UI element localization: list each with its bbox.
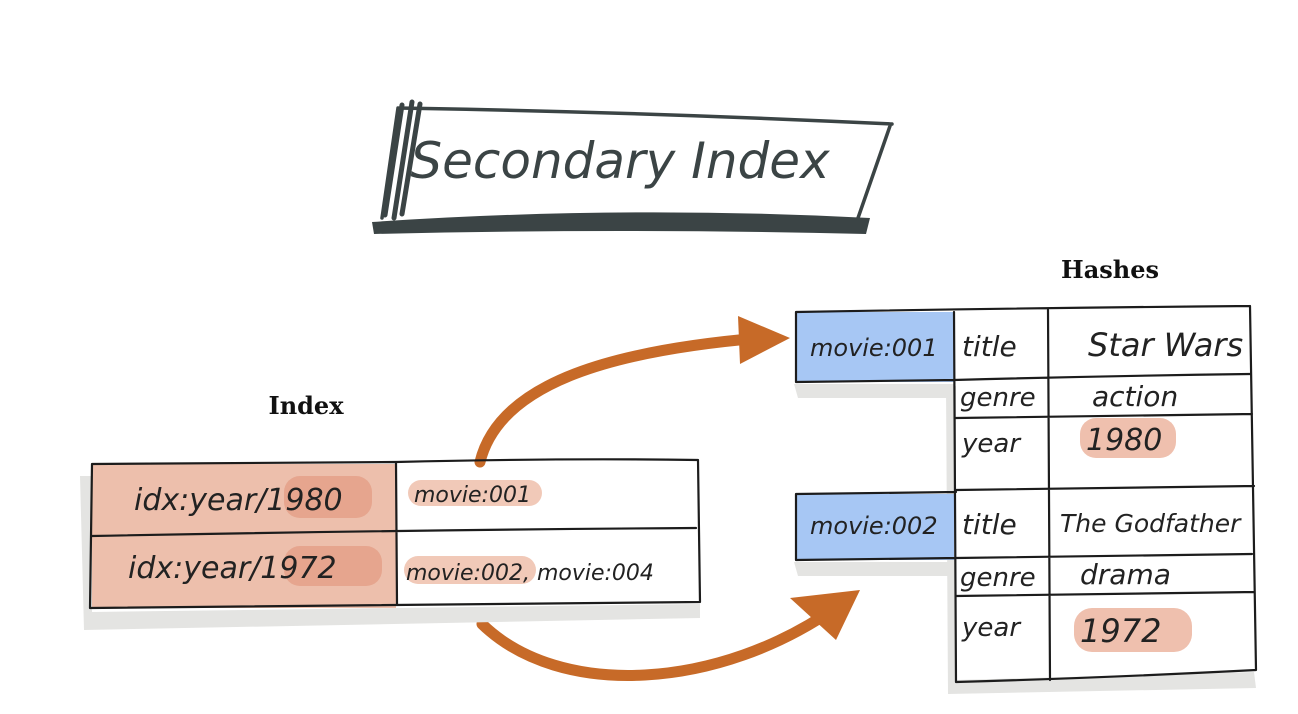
- index-label: Index: [268, 391, 344, 420]
- index-row-1-key-prefix: idx:year/: [134, 483, 269, 518]
- hash-record-1-key: movie:001: [810, 334, 938, 362]
- hash-record-2-key-fill: [796, 494, 954, 560]
- hash-record-2-field-1-value: The Godfather: [1060, 509, 1242, 538]
- hash-record-1-field-3-value: 1980: [1086, 423, 1162, 458]
- arrow-to-movie-001-head: [738, 316, 790, 364]
- title-box-shadow: [372, 212, 870, 234]
- hash-record-2-field-1-name: title: [962, 508, 1017, 541]
- hash-record-2-field-2-name: genre: [960, 563, 1036, 593]
- arrow-to-movie-001-shaft: [474, 332, 766, 468]
- hashes-table: movie:001 title Star Wars genre action y…: [794, 304, 1258, 694]
- hash-record-2-year-highlight: [1074, 608, 1192, 652]
- hash-record-1-year-highlight: [1080, 418, 1176, 458]
- index-row-2-key-prefix: idx:year/: [128, 551, 263, 586]
- index-row-1-value-highlight: [408, 480, 542, 506]
- hash-record-1-field-1-name: title: [962, 330, 1017, 363]
- hash-record-1-field-2-name: genre: [960, 383, 1036, 413]
- index-row-2-value-part-2: , movie:004: [523, 561, 654, 586]
- index-row-2-value-highlight: [404, 556, 536, 584]
- title-box-left-stroke: [382, 99, 423, 221]
- hash-record-2-shadow: [794, 562, 954, 576]
- hashes-label: Hashes: [1061, 255, 1159, 284]
- page-title: Secondary Index: [410, 132, 830, 190]
- arrow-to-movie-002-shaft: [476, 600, 844, 681]
- arrow-to-movie-002: [476, 590, 860, 681]
- index-row-2-key: idx:year/1972: [128, 551, 337, 586]
- index-table: idx:year/1980 movie:001 idx:year/1972 mo…: [80, 458, 702, 630]
- index-row-2-value: movie:002, movie:004: [406, 561, 654, 586]
- hash-record-1-key-fill: [796, 312, 954, 382]
- index-row-2-key-year: 1972: [260, 551, 336, 586]
- index-row-1-key-year: 1980: [266, 483, 342, 518]
- title-box: Secondary Index: [372, 99, 894, 234]
- hash-record-1-field-3-name: year: [961, 429, 1022, 459]
- hash-record-1-field-2-value: action: [1092, 380, 1178, 413]
- arrow-to-movie-001: [474, 316, 790, 468]
- index-table-grid: [88, 458, 702, 610]
- title-box-outline: [380, 106, 894, 220]
- arrow-to-movie-002-head: [790, 590, 860, 640]
- index-row-1-year-highlight: [284, 476, 372, 518]
- index-row-2-value-part-1: movie:002: [406, 561, 523, 586]
- hash-record-2-field-3-name: year: [961, 613, 1022, 643]
- hash-record-2-key: movie:002: [810, 512, 938, 540]
- hashes-table-grid: [794, 304, 1258, 684]
- index-row-1-value: movie:001: [414, 483, 531, 508]
- index-row-1-key: idx:year/1980: [134, 483, 343, 518]
- hash-record-1-shadow: [794, 384, 954, 398]
- hash-record-1-field-1-value: Star Wars: [1088, 326, 1243, 364]
- hash-record-2-field-2-value: drama: [1080, 558, 1171, 591]
- hash-record-2-field-3-value: 1972: [1080, 612, 1161, 650]
- index-row-2-year-highlight: [284, 546, 382, 586]
- index-table-shadow: [80, 476, 700, 630]
